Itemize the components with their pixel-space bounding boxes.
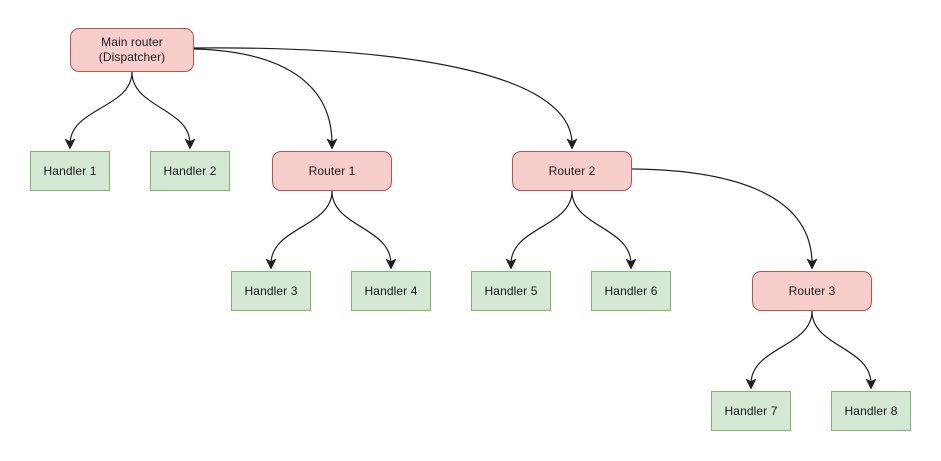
node-router-3[interactable]: Router 3 [752,271,872,311]
edges [64,47,877,390]
edge-main-to-handler-2 [131,71,196,150]
node-label-handler-7: Handler 7 [724,403,778,418]
node-label-router-1: Router 1 [308,163,356,178]
node-handler-6[interactable]: Handler 6 [591,271,671,311]
node-router-2[interactable]: Router 2 [512,151,632,191]
node-handler-2[interactable]: Handler 2 [150,151,230,191]
node-router-1[interactable]: Router 1 [272,151,392,191]
edge-main-to-router-2 [193,47,578,150]
node-label-handler-8: Handler 8 [844,403,898,418]
edge-router-3-to-handler-8 [811,310,877,390]
edge-main-to-router-1 [193,48,338,150]
node-handler-3[interactable]: Handler 3 [231,271,311,311]
node-label-handler-2: Handler 2 [163,163,217,178]
node-handler-5[interactable]: Handler 5 [471,271,551,311]
node-handler-8[interactable]: Handler 8 [831,391,911,431]
node-label-main-router: Main router (Dispatcher) [98,35,166,64]
edge-main-to-handler-1 [64,71,133,150]
node-main-router[interactable]: Main router (Dispatcher) [70,28,194,72]
edge-router-2-to-handler-5 [505,190,573,270]
node-label-handler-4: Handler 4 [364,283,418,298]
node-label-router-2: Router 2 [548,163,596,178]
edge-router-2-to-router-3 [631,168,818,270]
node-label-handler-3: Handler 3 [244,283,298,298]
edge-router-2-to-handler-6 [571,190,637,270]
edge-router-3-to-handler-7 [745,310,813,390]
node-handler-7[interactable]: Handler 7 [711,391,791,431]
node-handler-1[interactable]: Handler 1 [30,151,110,191]
node-label-handler-5: Handler 5 [484,283,538,298]
node-label-router-3: Router 3 [788,283,836,298]
node-label-handler-6: Handler 6 [604,283,658,298]
node-handler-4[interactable]: Handler 4 [351,271,431,311]
node-label-handler-1: Handler 1 [43,163,97,178]
edge-router-1-to-handler-3 [265,190,333,270]
edge-router-1-to-handler-4 [331,190,397,270]
